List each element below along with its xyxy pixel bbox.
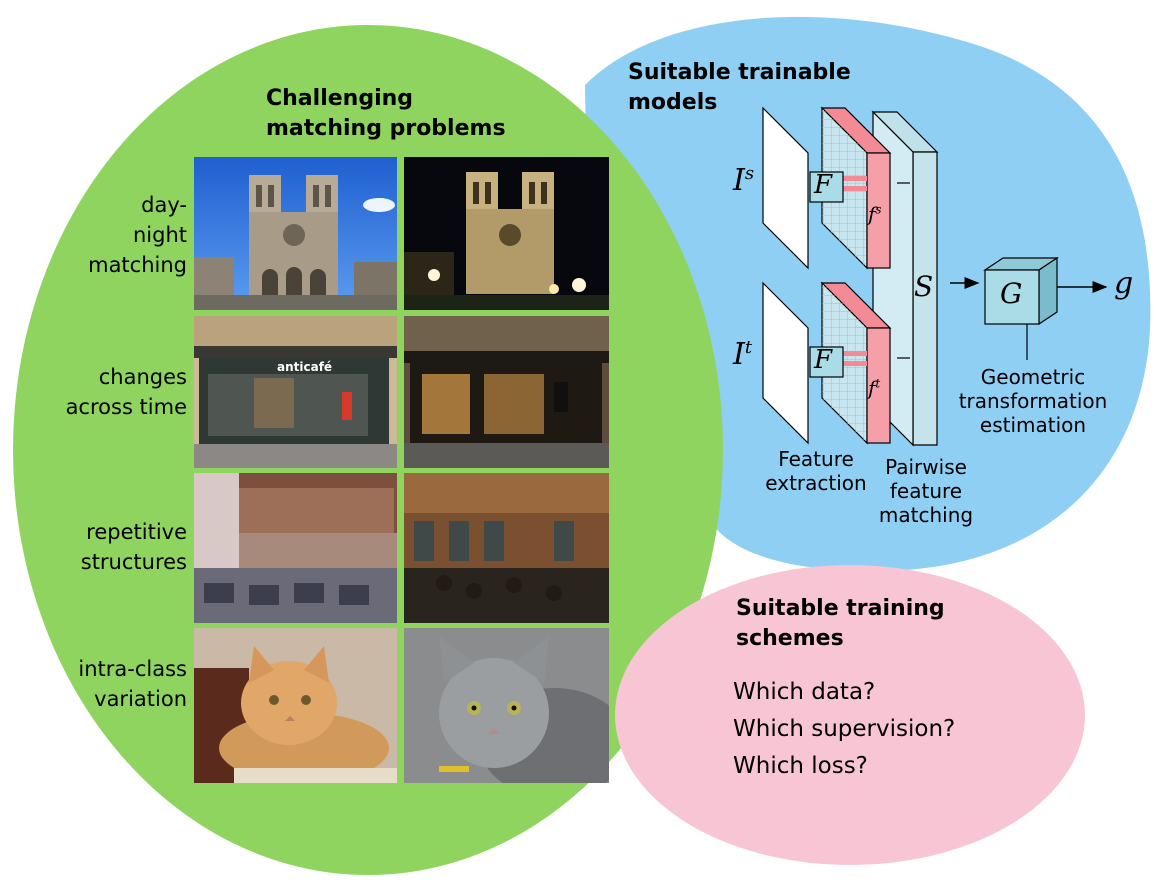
photo-ginger-cat — [194, 628, 397, 783]
extractor-box-source — [809, 171, 844, 203]
extractor-label-source: F — [814, 170, 833, 200]
row-label-repetitive: repetitive structures — [12, 517, 187, 577]
photo-grey-cat — [404, 628, 609, 783]
left-heading-line1: Challenging — [266, 86, 414, 111]
row-label-line: day- — [141, 193, 187, 217]
photo-notre-dame-day — [194, 157, 397, 310]
pink-blob — [615, 565, 1085, 865]
blue-blob — [585, 16, 1151, 572]
row-label-line: across time — [65, 395, 187, 419]
target-image-label: It — [733, 337, 752, 372]
question-data: Which data? — [733, 679, 876, 705]
source-image-symbol: I — [733, 163, 745, 198]
caption-line: Feature — [778, 447, 854, 471]
bottom-right-heading-line1: Suitable training — [736, 596, 945, 621]
source-image-label: Is — [733, 163, 754, 198]
caption-line: feature — [889, 479, 963, 503]
row-label-day-night: day- night matching — [12, 190, 187, 280]
question-supervision: Which supervision? — [733, 716, 956, 742]
row-label-line: repetitive — [86, 520, 187, 544]
target-feature-block — [820, 281, 910, 445]
caption-line: transformation — [958, 389, 1108, 413]
caption-line: matching — [878, 503, 974, 527]
pairwise-matching-caption: Pairwise feature matching — [870, 455, 982, 527]
row-label-line: variation — [94, 687, 187, 711]
photo-notre-dame-night — [404, 157, 609, 310]
extractor-box-target — [809, 346, 844, 378]
bottom-right-heading: Suitable training schemes — [736, 594, 945, 654]
training-questions: Which data? Which supervision? Which los… — [733, 674, 955, 785]
source-feature-block — [820, 106, 910, 270]
source-image-plane — [762, 106, 809, 270]
photo-hall-empty — [194, 473, 397, 623]
target-feature-symbol: f — [868, 376, 876, 400]
regressor-label: G — [1000, 277, 1023, 310]
source-feature-label: fs — [868, 202, 882, 226]
output-label: g — [1114, 266, 1134, 301]
target-feature-label: ft — [868, 376, 880, 400]
bottom-right-heading-line2: schemes — [736, 626, 844, 651]
row-label-changes: changes across time — [12, 362, 187, 422]
row-label-line: structures — [80, 550, 187, 574]
target-image-plane — [762, 281, 809, 445]
caption-line: Pairwise — [885, 455, 967, 479]
row-label-line: changes — [98, 365, 187, 389]
caption-line: extraction — [765, 471, 867, 495]
photo-anticafe-night — [404, 316, 609, 468]
caption-line: estimation — [979, 413, 1087, 437]
top-right-heading-line1: Suitable trainable — [628, 60, 851, 85]
target-image-symbol: I — [733, 337, 745, 372]
anticafe-sign: anticafé — [277, 360, 333, 374]
matcher-label: S — [914, 270, 934, 303]
left-heading-line2: matching problems — [266, 116, 506, 141]
geometric-estimation-caption: Geometric transformation estimation — [958, 365, 1108, 437]
row-label-intra-class: intra-class variation — [12, 654, 187, 714]
target-feature-sup: t — [875, 376, 881, 391]
extractor-label-target: F — [814, 345, 833, 375]
caption-line: Geometric — [980, 365, 1086, 389]
regressor-cube — [983, 256, 1059, 326]
source-feature-symbol: f — [868, 202, 876, 226]
photo-hall-crowded — [404, 473, 609, 623]
row-label-line: matching — [88, 253, 187, 277]
photo-anticafe-day: anticafé — [194, 316, 397, 468]
target-image-sup: t — [744, 337, 753, 358]
row-label-line: night — [132, 223, 187, 247]
feature-extraction-caption: Feature extraction — [760, 447, 872, 495]
source-feature-sup: s — [875, 202, 882, 217]
question-loss: Which loss? — [733, 753, 868, 779]
source-image-sup: s — [744, 163, 755, 184]
left-heading: Challenging matching problems — [266, 84, 506, 144]
row-label-line: intra-class — [78, 657, 187, 681]
top-right-heading-line2: models — [628, 90, 718, 115]
top-right-heading: Suitable trainable models — [628, 58, 851, 118]
